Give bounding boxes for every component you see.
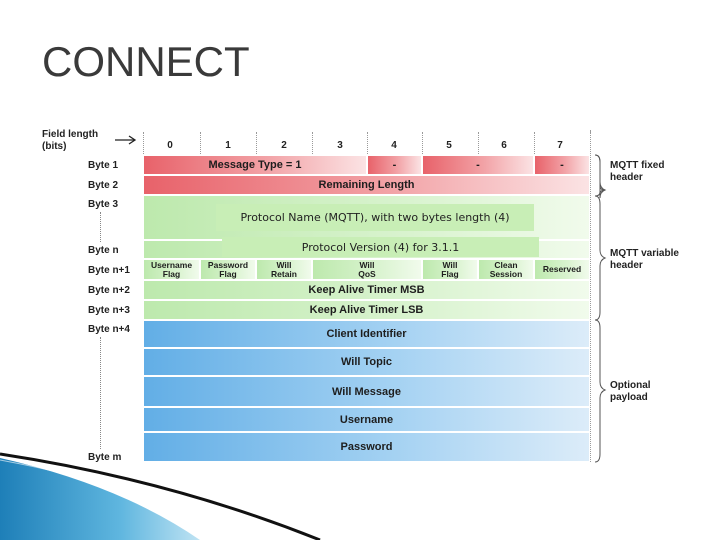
grid-line (143, 132, 144, 154)
reserved-dash-cell: - (534, 155, 590, 175)
slide-title: CONNECT (42, 38, 250, 86)
username-cell: Username (143, 407, 590, 432)
field-length-label: Field length (bits) (42, 129, 98, 153)
reserved-cell: Reserved (534, 259, 590, 280)
keep-alive-lsb-cell: Keep Alive Timer LSB (143, 300, 590, 320)
will-qos-cell: Will QoS (312, 259, 422, 280)
reserved-dash-cell: - (367, 155, 422, 175)
optional-payload-line1: Optional (610, 380, 651, 392)
grid-line (256, 132, 257, 154)
variable-header-label: MQTT variable header (610, 248, 679, 272)
column-2: 2 (274, 140, 294, 151)
will-flag-cell: Will Flag (422, 259, 478, 280)
arrow-right-icon (114, 134, 138, 146)
row-label-byte-n1: Byte n+1 (88, 265, 130, 277)
client-identifier-cell: Client Identifier (143, 320, 590, 348)
will-retain-line2: Retain (271, 270, 297, 279)
fixed-header-line1: MQTT fixed (610, 160, 664, 172)
decorative-swoosh (0, 440, 330, 540)
label-continuation (100, 212, 101, 242)
column-1: 1 (218, 140, 238, 151)
will-message-cell: Will Message (143, 376, 590, 407)
variable-header-line1: MQTT variable (610, 248, 679, 260)
will-flag-line2: Flag (441, 270, 458, 279)
row-label-byte3: Byte 3 (88, 199, 118, 211)
optional-payload-label: Optional payload (610, 380, 651, 404)
column-3: 3 (330, 140, 350, 151)
username-flag-cell: Username Flag (143, 259, 200, 280)
bits-text: (bits) (42, 141, 98, 153)
column-0: 0 (160, 140, 180, 151)
will-qos-line2: QoS (358, 270, 375, 279)
will-retain-cell: Will Retain (256, 259, 312, 280)
message-type-cell: Message Type = 1 (143, 155, 367, 175)
password-flag-line2: Flag (219, 270, 236, 279)
row-label-byte-n4: Byte n+4 (88, 324, 130, 336)
password-flag-cell: Password Flag (200, 259, 256, 280)
column-4: 4 (384, 140, 404, 151)
column-6: 6 (494, 140, 514, 151)
fixed-header-line2: header (610, 172, 664, 184)
grid-line (367, 132, 368, 154)
grid-line (534, 132, 535, 154)
optional-payload-line2: payload (610, 392, 651, 404)
field-length-text: Field length (42, 129, 98, 141)
reserved-dash-cell: - (422, 155, 534, 175)
grid-line (312, 132, 313, 154)
remaining-length-cell: Remaining Length (143, 175, 590, 195)
column-5: 5 (439, 140, 459, 151)
protocol-version-callout: Protocol Version (4) for 3.1.1 (222, 237, 539, 257)
section-braces (594, 150, 608, 470)
label-continuation (100, 337, 101, 449)
username-flag-line2: Flag (163, 270, 180, 279)
grid-line (200, 132, 201, 154)
fixed-header-label: MQTT fixed header (610, 160, 664, 184)
row-label-byte-n2: Byte n+2 (88, 285, 130, 297)
clean-session-line2: Session (490, 270, 523, 279)
variable-header-line2: header (610, 260, 679, 272)
will-topic-cell: Will Topic (143, 348, 590, 376)
row-label-byte-n: Byte n (88, 245, 119, 257)
keep-alive-msb-cell: Keep Alive Timer MSB (143, 280, 590, 300)
grid-line (590, 130, 591, 462)
clean-session-cell: Clean Session (478, 259, 534, 280)
column-7: 7 (550, 140, 570, 151)
grid-line (422, 132, 423, 154)
row-label-byte2: Byte 2 (88, 180, 118, 192)
protocol-name-callout: Protocol Name (MQTT), with two bytes len… (216, 204, 534, 231)
row-label-byte-n3: Byte n+3 (88, 305, 130, 317)
grid-line (478, 132, 479, 154)
row-label-byte1: Byte 1 (88, 160, 118, 172)
